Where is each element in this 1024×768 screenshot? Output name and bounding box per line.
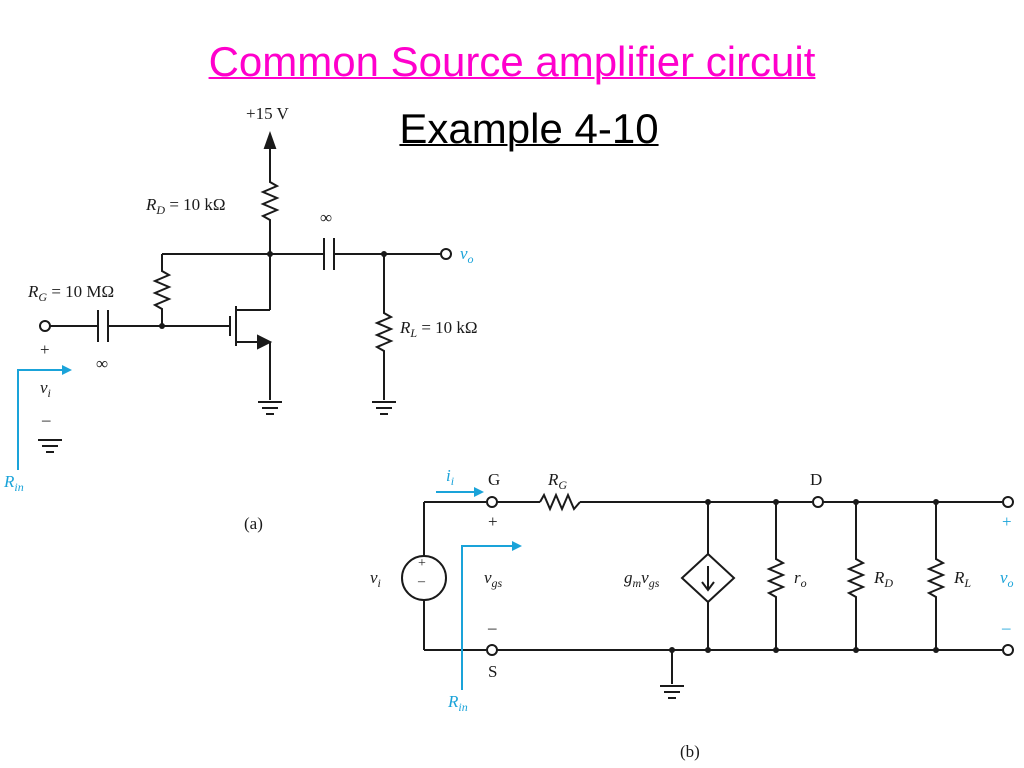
- mosfet-arrow: [257, 334, 273, 350]
- gate-node-dot: [159, 323, 165, 329]
- rg-resistor: [152, 268, 172, 326]
- g-label: G: [488, 470, 501, 489]
- rd-resistor: [260, 178, 280, 254]
- rin-arrow-b: [461, 545, 514, 690]
- gm-arrow-head: [701, 581, 715, 592]
- ii-arrowhead: [474, 487, 484, 497]
- node-dot: [853, 499, 859, 505]
- d-label: D: [810, 470, 823, 489]
- rin-label-b: Rin: [448, 692, 468, 714]
- node-dot: [853, 647, 859, 653]
- rl-resistor-b: [926, 556, 946, 650]
- vo-terminal-top: [1002, 496, 1014, 508]
- rin-arrowhead-b: [512, 541, 522, 551]
- rin-arrow-a: [17, 369, 66, 470]
- rd-resistor-b: [846, 556, 866, 650]
- slide-title: Common Source amplifier circuit: [208, 38, 816, 85]
- node-dot: [669, 647, 675, 653]
- vo-terminal: [440, 248, 452, 260]
- vi-label-b: vi: [370, 568, 381, 590]
- supply-arrow: [263, 131, 277, 149]
- cap-out-label: ∞: [320, 208, 333, 227]
- ro-resistor: [766, 556, 786, 650]
- rg-label: RG = 10 MΩ: [28, 282, 115, 304]
- vi-minus: –: [42, 410, 51, 429]
- rd-label: RD = 10 kΩ: [146, 195, 226, 217]
- vi-plus: +: [40, 340, 50, 359]
- g-terminal: [486, 496, 498, 508]
- vo-label-b: vo: [1000, 568, 1014, 590]
- gm-label: gmvgs: [624, 568, 660, 590]
- rin-label-a: Rin: [4, 472, 24, 494]
- src-plus: +: [418, 556, 426, 571]
- rl-label: RL = 10 kΩ: [400, 318, 478, 340]
- ro-label: ro: [794, 568, 807, 590]
- ii-label: ii: [446, 466, 455, 488]
- rl-resistor: [374, 310, 394, 400]
- caption-b: (b): [680, 742, 700, 761]
- rl-label-b: RL: [954, 568, 972, 590]
- supply-label: +15 V: [246, 104, 289, 123]
- rd-label-b: RD: [874, 568, 894, 590]
- vgs-plus: +: [488, 512, 498, 531]
- vo-minus: –: [1002, 618, 1011, 637]
- node-dot: [933, 499, 939, 505]
- s-label: S: [488, 662, 498, 681]
- src-minus: –: [418, 574, 425, 589]
- node-dot: [773, 499, 779, 505]
- vgs-label: vgs: [484, 568, 503, 590]
- cap-in-label: ∞: [96, 354, 109, 373]
- d-terminal: [812, 496, 824, 508]
- vi-label: vi: [40, 378, 51, 400]
- vo-terminal-bottom: [1002, 644, 1014, 656]
- vo-label: vo: [460, 244, 474, 266]
- rg-resistor-b: [539, 492, 581, 512]
- rg-label-b: RG: [548, 470, 568, 492]
- output-node-dot: [381, 251, 387, 257]
- caption-a: (a): [244, 514, 263, 533]
- node-dot: [773, 647, 779, 653]
- node-dot: [705, 647, 711, 653]
- node-dot: [933, 647, 939, 653]
- vo-plus: +: [1002, 512, 1012, 531]
- slide-subtitle: Example 4-10: [399, 105, 659, 152]
- node-dot: [705, 499, 711, 505]
- drain-node-dot: [267, 251, 273, 257]
- s-terminal: [486, 644, 498, 656]
- rin-arrowhead-a: [62, 365, 72, 375]
- vgs-minus: –: [488, 618, 497, 637]
